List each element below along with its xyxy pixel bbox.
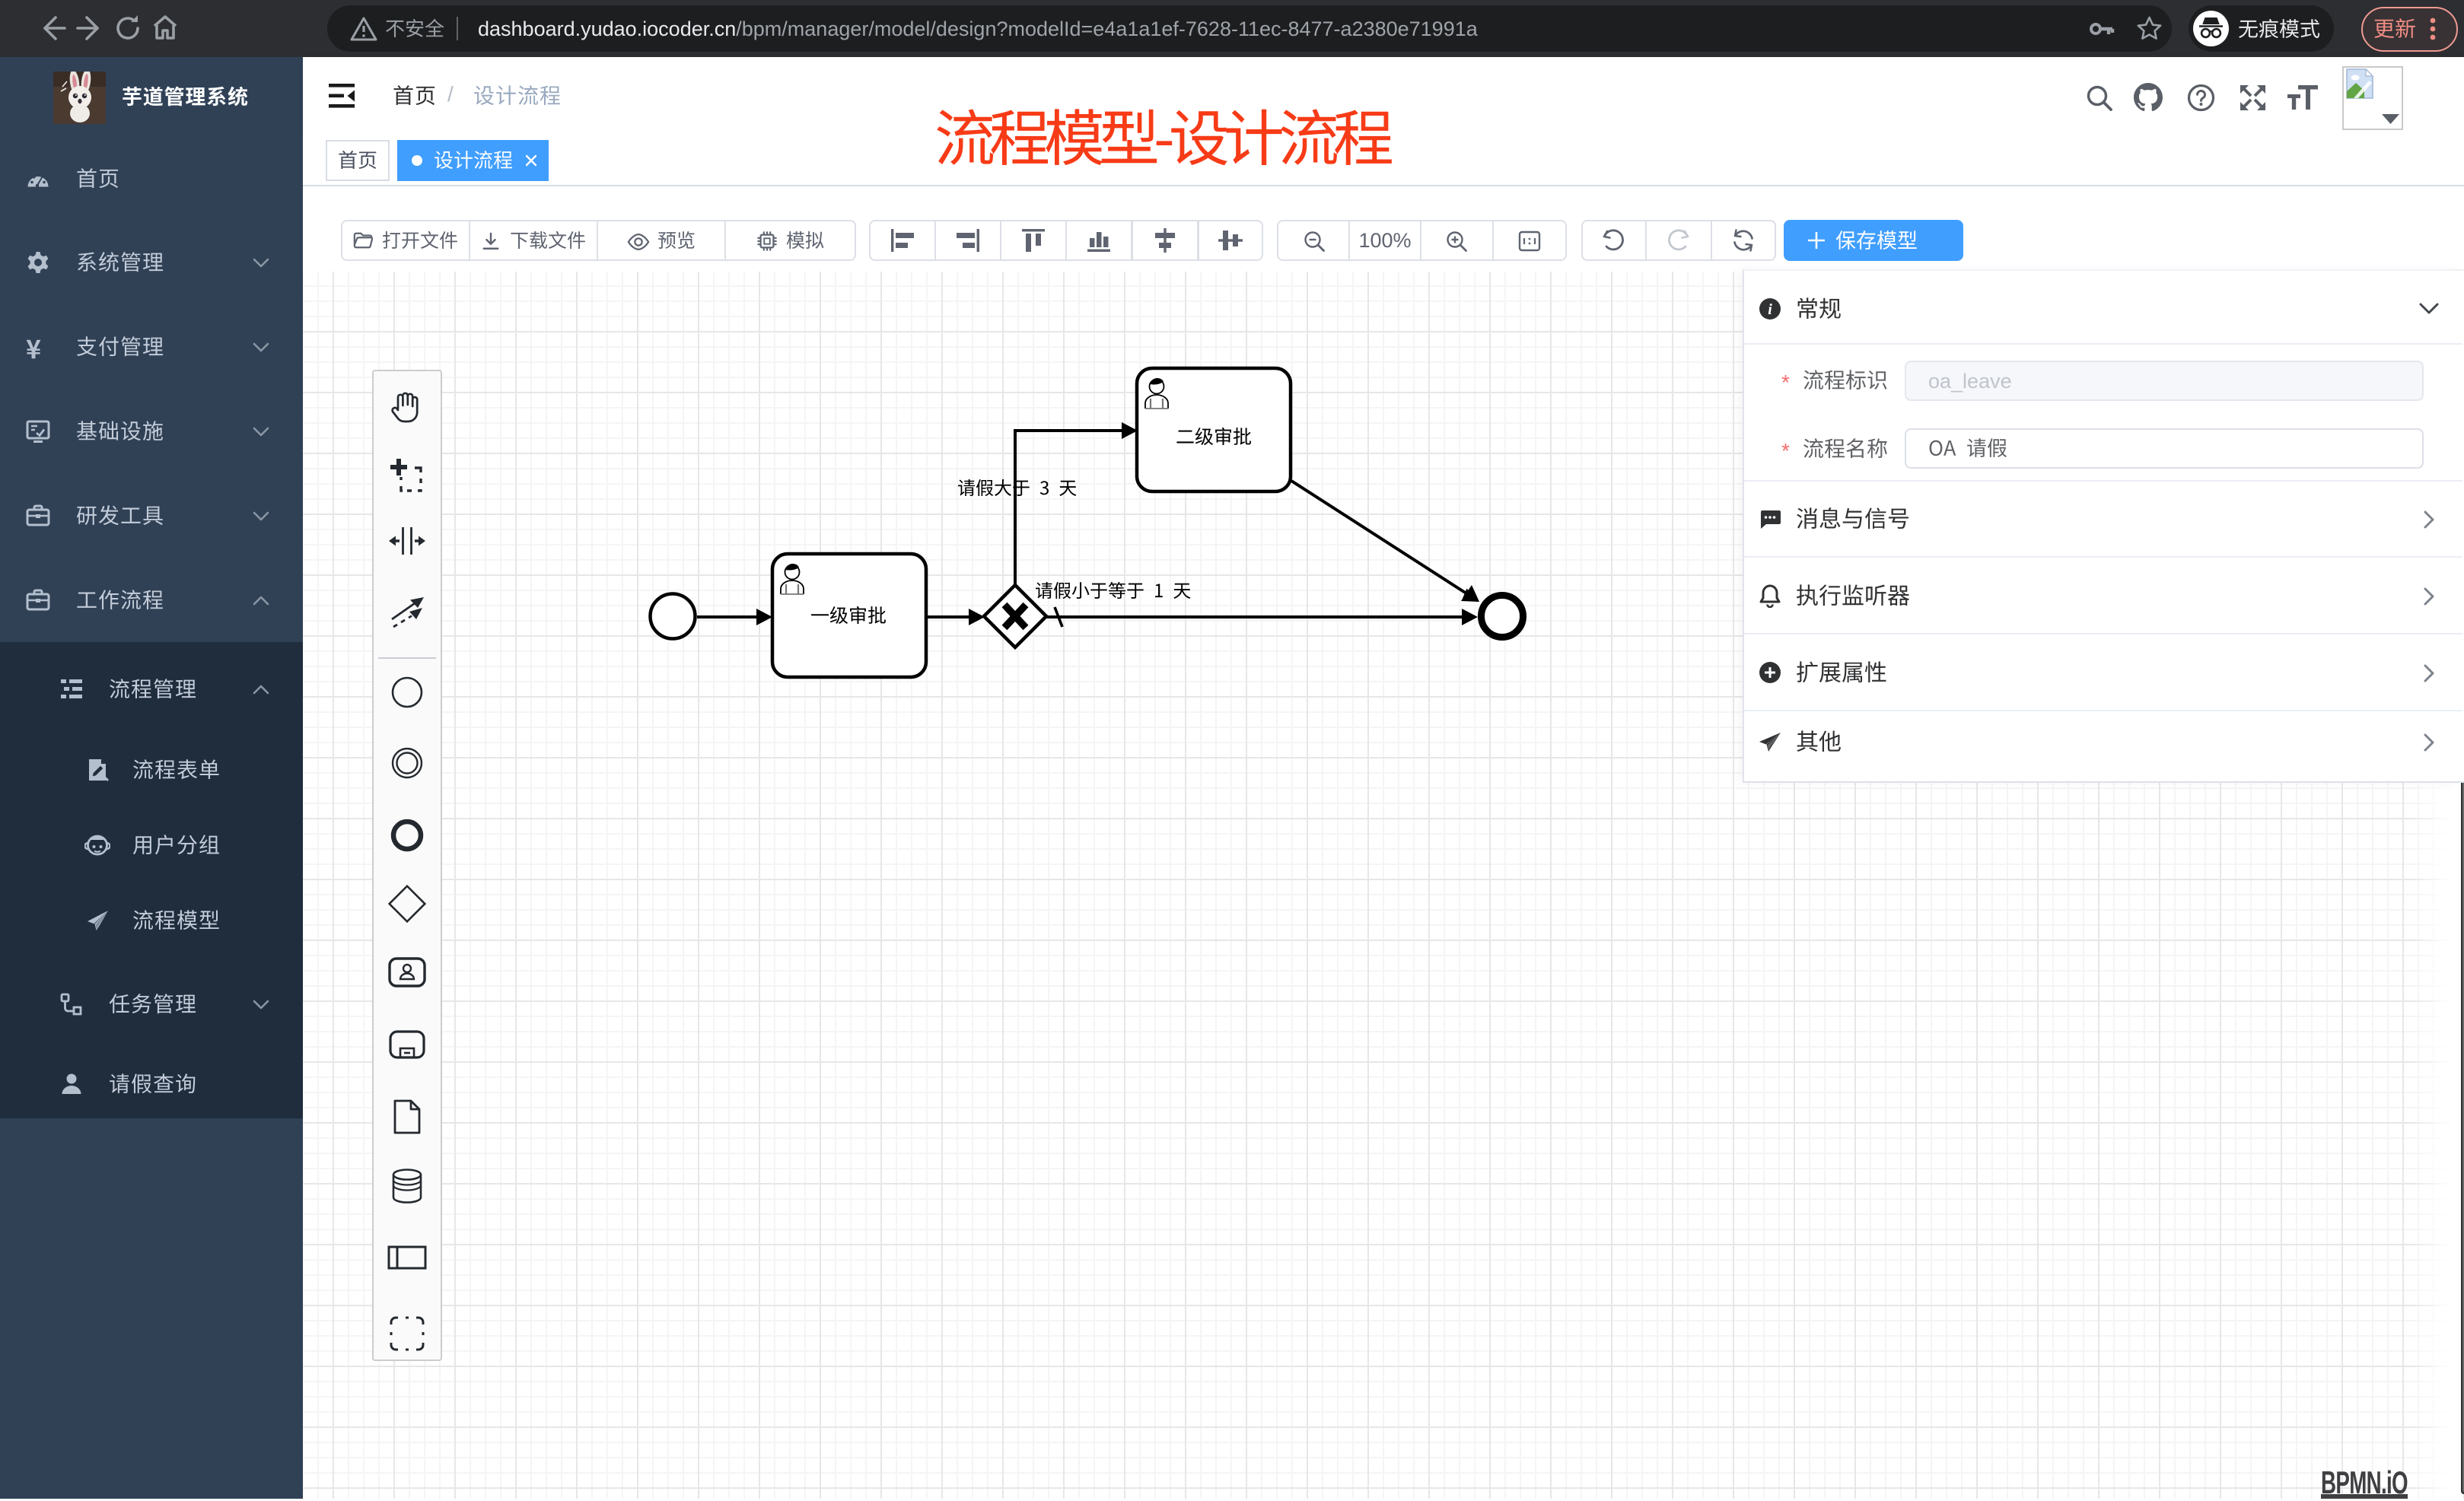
svg-text:i: i — [1768, 301, 1772, 318]
